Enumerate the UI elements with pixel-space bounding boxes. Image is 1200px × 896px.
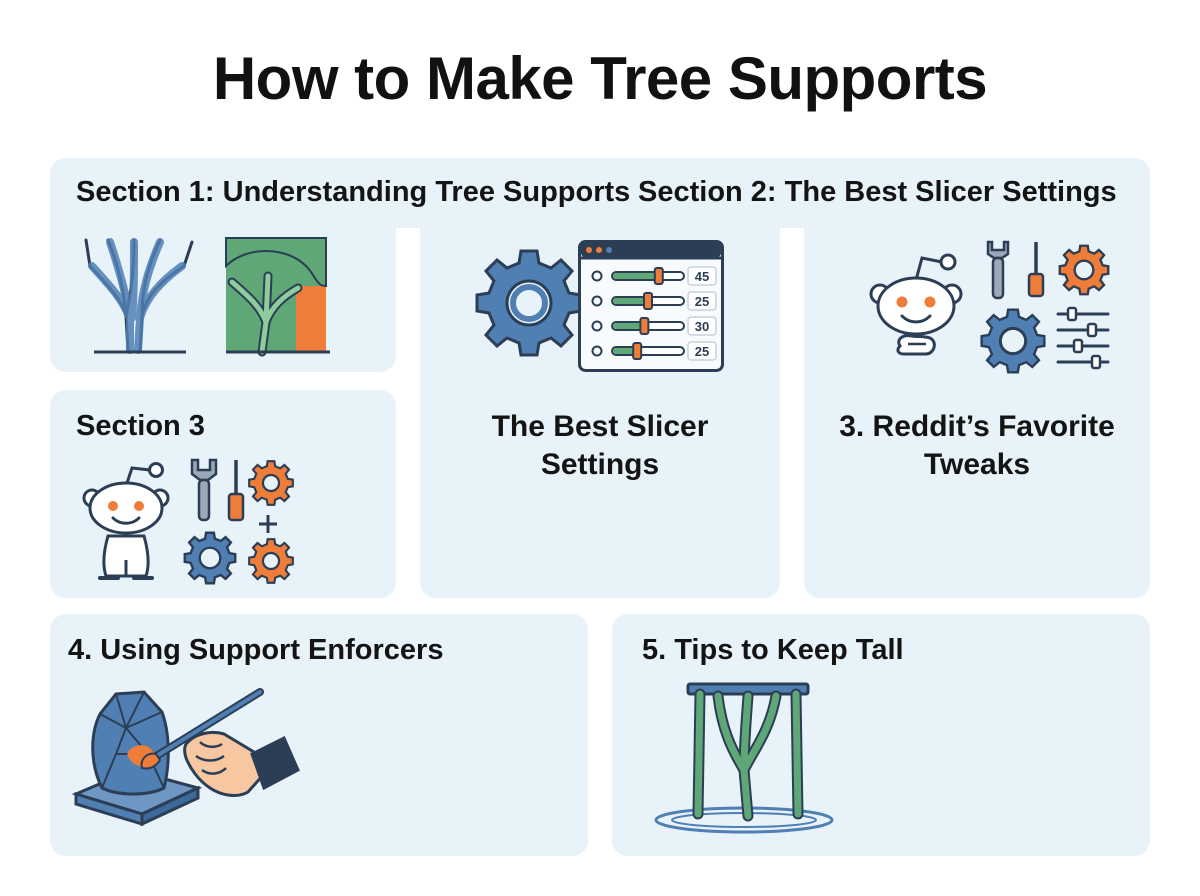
- slicer-settings-heading: The Best Slicer Settings: [420, 408, 780, 484]
- gear-icon: [248, 538, 294, 584]
- slider-value-box: [687, 291, 717, 311]
- page-title: How to Make Tree Supports: [212, 45, 988, 112]
- slider-value-box: [687, 266, 717, 286]
- screwdriver-icon: [227, 460, 245, 522]
- section-3-heading: Section 3: [76, 410, 205, 442]
- slicer-settings-heading-line-1: The Best Slicer: [491, 410, 709, 443]
- gear-icon: [475, 249, 583, 357]
- gear-icon: [248, 460, 294, 506]
- reddit-alien-icon: [869, 253, 963, 356]
- slider-value: 45: [695, 269, 709, 284]
- slider-row[interactable]: 45: [591, 266, 717, 286]
- slider-value-box: [687, 316, 717, 336]
- tree-icon: [84, 238, 194, 354]
- screwdriver-icon: [1027, 242, 1045, 298]
- tall-tree-support-icon: [654, 682, 834, 834]
- slider-row[interactable]: 25: [591, 291, 717, 311]
- reddit-alien-icon: [82, 462, 170, 580]
- slider-value-box: [687, 341, 717, 361]
- card-reddit-tweaks: [804, 158, 1150, 598]
- slider-handle[interactable]: [639, 317, 650, 335]
- wrench-icon: [986, 240, 1010, 300]
- reddit-tweaks-heading: 3. Reddit’s Favorite Tweaks: [804, 408, 1150, 484]
- section-1-heading: Section 1: Understanding Tree Supports: [76, 176, 631, 208]
- gear-icon: [1058, 244, 1110, 296]
- slider-value: 25: [695, 294, 709, 309]
- gear-small-icon: [591, 270, 603, 282]
- slider-fill: [613, 323, 645, 329]
- pencil-icon: [591, 345, 603, 357]
- slider-fill: [613, 298, 648, 304]
- reddit-tweaks-heading-line-1: 3. Reddit’s Favorite: [839, 410, 1115, 443]
- keep-tall-heading: 5. Tips to Keep Tall: [642, 634, 904, 666]
- slider-value: 25: [695, 344, 709, 359]
- card-slicer-settings: [420, 158, 780, 598]
- slider-row[interactable]: 30: [591, 316, 717, 336]
- card-section-1-trees: [50, 158, 396, 372]
- section-2-heading: Section 2: The Best Slicer Settings: [638, 176, 1117, 208]
- wrench-icon: [190, 458, 218, 522]
- tree-icon: [225, 237, 330, 357]
- branch-icon: [591, 320, 603, 332]
- slider-fill: [613, 273, 659, 279]
- pencil-icon: [591, 295, 603, 307]
- hand-icon: [183, 730, 300, 797]
- slider-handle[interactable]: [643, 292, 653, 310]
- slider-row[interactable]: 25: [591, 341, 717, 361]
- paint-brush-icon: [140, 688, 264, 770]
- slider-fill: [613, 348, 638, 354]
- settings-window-icon: 45 25 30 25: [578, 240, 724, 372]
- plus-icon: [259, 515, 277, 533]
- support-enforcers-heading: 4. Using Support Enforcers: [68, 634, 444, 666]
- slider-handle[interactable]: [653, 267, 664, 285]
- slider-handle[interactable]: [632, 342, 643, 360]
- slicer-settings-heading-line-2: Settings: [540, 448, 660, 481]
- sliders-icon: [1056, 306, 1110, 370]
- slider-value: 30: [695, 319, 709, 334]
- reddit-tweaks-heading-line-2: Tweaks: [923, 448, 1031, 481]
- gear-icon: [183, 531, 237, 585]
- gear-icon: [980, 308, 1046, 374]
